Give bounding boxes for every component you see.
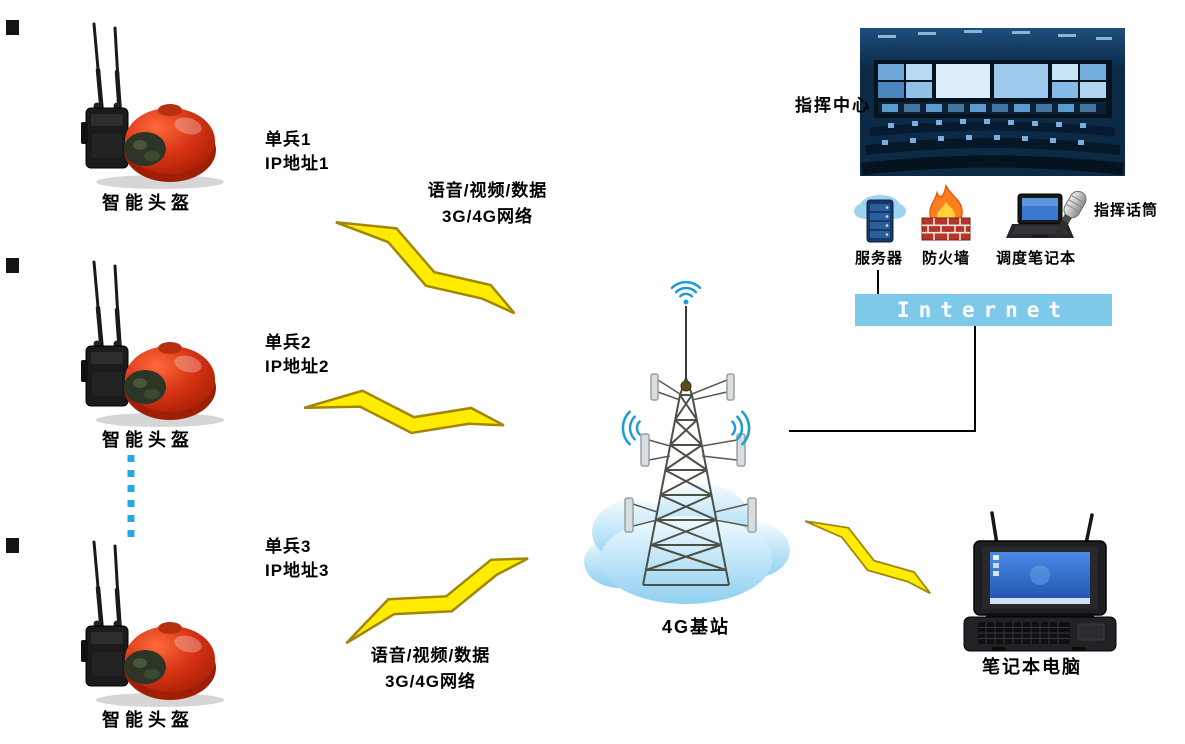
wifi-signal-icon [731, 410, 751, 446]
field-laptop-label: 笔记本电脑 [982, 657, 1082, 677]
helmet-3-label: 智能头盔 [102, 710, 194, 730]
command-center-photo [860, 28, 1125, 176]
command-center-label: 指挥中心 [795, 96, 871, 115]
note-line-2: 3G/4G网络 [384, 672, 477, 691]
note-line-1: 语音/视频/数据 [370, 646, 491, 665]
wifi-signal-icon [670, 280, 702, 305]
server-icon [854, 195, 906, 243]
lightning-bolt-icon [301, 380, 507, 449]
wired-connector-lines [789, 270, 976, 432]
helmet-2-label: 智能头盔 [102, 430, 194, 450]
server-label: 服务器 [854, 250, 903, 267]
soldier-1-ip: IP地址1 [265, 154, 330, 173]
cell-tower-icon [621, 280, 757, 586]
firewall-icon [921, 183, 971, 241]
soldier-2-ip: IP地址2 [265, 357, 330, 376]
rugged-laptop-icon [963, 511, 1117, 652]
smart-helmet-icon [6, 258, 224, 427]
antenna-panels [624, 373, 757, 533]
note-line-1: 语音/视频/数据 [427, 181, 548, 200]
internet-to-tower-line [789, 326, 976, 432]
tower-lattice [642, 374, 730, 586]
smart-helmet-icon [6, 538, 224, 707]
microphone-icon [1054, 190, 1087, 237]
dispatch-laptop-label: 调度笔记本 [995, 250, 1076, 267]
soldier-3-name: 单兵3 [265, 537, 312, 556]
base-station-label: 4G基站 [661, 617, 730, 637]
lightning-bolt-icon [801, 504, 936, 608]
soldier-3-label: 单兵3 IP地址3 [265, 535, 330, 583]
internet-banner: Internet [855, 294, 1112, 326]
wifi-signal-icon [621, 410, 641, 446]
soldier-3-ip: IP地址3 [265, 561, 330, 580]
soldier-2-name: 单兵2 [265, 333, 312, 352]
smart-helmet-icon [6, 20, 224, 189]
soldier-2-label: 单兵2 IP地址2 [265, 331, 330, 379]
microphone-label: 指挥话筒 [1094, 202, 1159, 219]
uplink-note-top: 语音/视频/数据 3G/4G网络 [400, 178, 575, 230]
firewall-label: 防火墙 [921, 250, 970, 267]
soldier-1-label: 单兵1 IP地址1 [265, 128, 330, 176]
note-line-2: 3G/4G网络 [441, 207, 534, 226]
lightning-bolt-icon [335, 546, 538, 652]
tower-beacon [680, 380, 692, 392]
helmet-1-label: 智能头盔 [102, 193, 194, 213]
soldier-1-name: 单兵1 [265, 130, 312, 149]
uplink-note-bottom: 语音/视频/数据 3G/4G网络 [343, 643, 518, 695]
dispatch-laptop-icon [1006, 193, 1074, 238]
